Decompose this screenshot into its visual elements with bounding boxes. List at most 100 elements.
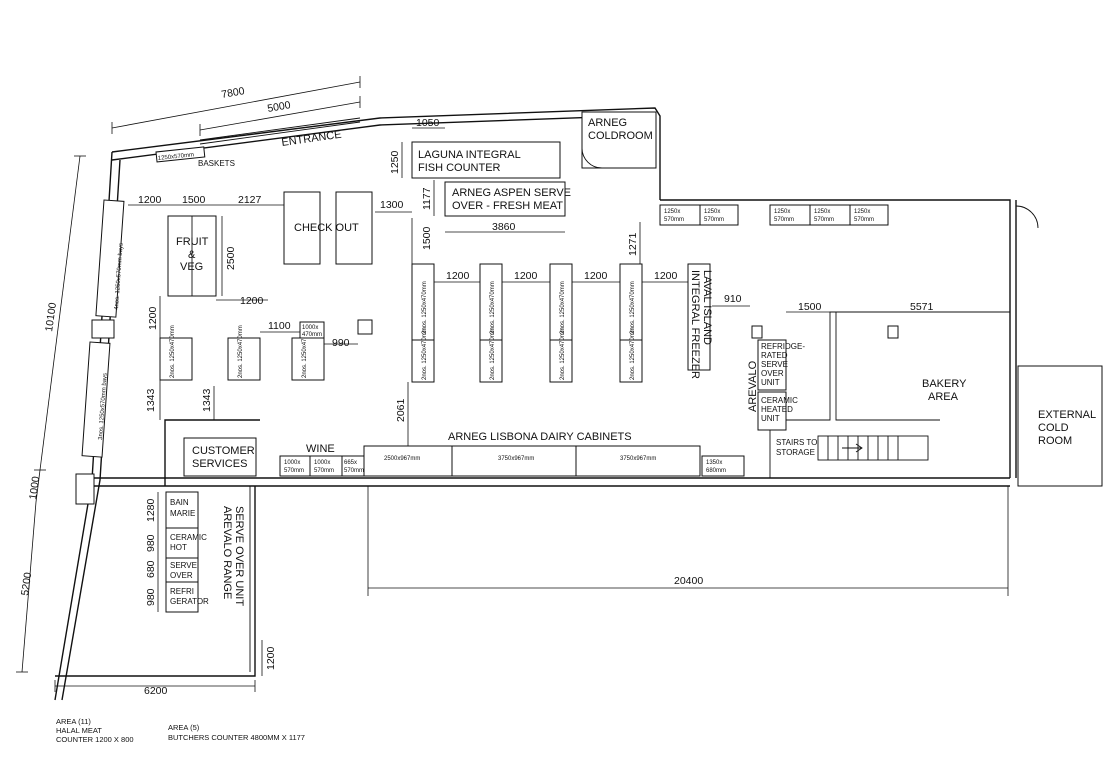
halal-room: BAIN MARIE CERAMIC HOT SERVE OVER REFRI … (54, 491, 277, 697)
gondola-2 (479, 263, 503, 383)
dim-20400: 20400 (674, 575, 703, 587)
svg-text:REFRIDGE-: REFRIDGE- (761, 342, 805, 351)
svg-text:1250x: 1250x (704, 209, 720, 215)
svg-text:680mm: 680mm (706, 468, 726, 474)
svg-text:OVER - FRESH MEAT: OVER - FRESH MEAT (452, 200, 563, 212)
svg-text:GERATOR: GERATOR (170, 597, 209, 606)
checkout-1 (283, 191, 321, 265)
gondola-3 (549, 263, 573, 383)
svg-text:570mm: 570mm (344, 468, 364, 474)
dim-1200-top: 1200 (138, 194, 162, 206)
dim-1200-fruit: 1200 (240, 295, 264, 307)
refrigerator (165, 581, 199, 613)
lower-bays (81, 341, 111, 458)
bottom-dimension: 20400 (367, 486, 1009, 596)
svg-text:OVER: OVER (761, 369, 784, 378)
svg-text:1000x: 1000x (314, 460, 330, 466)
dim-1343-right: 1343 (201, 388, 213, 412)
dim-680: 680 (145, 560, 157, 578)
svg-text:2nos. 1250x470mm: 2nos. 1250x470mm (630, 281, 636, 334)
svg-text:1000x: 1000x (302, 325, 318, 331)
svg-text:2nos. 1250x470mm: 2nos. 1250x470mm (630, 327, 636, 380)
baskets-size: 1250x570mm (158, 152, 195, 162)
svg-text:HOT: HOT (170, 543, 187, 552)
gondola-4 (619, 263, 643, 383)
svg-text:MARIE: MARIE (170, 509, 195, 518)
refrigerated-serve-over (757, 339, 787, 391)
dim-7800: 7800 (220, 85, 245, 101)
stairs (817, 435, 929, 461)
dim-1200-left: 1200 (147, 306, 159, 330)
svg-text:RATED: RATED (761, 351, 788, 360)
top-dimensions: 7800 5000 (111, 76, 361, 136)
baskets-label: BASKETS (198, 159, 235, 168)
svg-text:2nos. 1250x470mm: 2nos. 1250x470mm (422, 327, 428, 380)
svg-text:SERVE: SERVE (170, 561, 197, 570)
svg-text:EXTERNAL: EXTERNAL (1038, 409, 1096, 421)
footer-notes: AREA (11) HALAL MEAT COUNTER 1200 X 800 … (56, 717, 305, 744)
svg-text:OVER: OVER (170, 571, 193, 580)
svg-text:CERAMIC: CERAMIC (170, 533, 207, 542)
ceramic-hot (165, 527, 199, 559)
dim-1177: 1177 (421, 187, 433, 210)
svg-text:570mm: 570mm (314, 468, 334, 474)
laval-arevalo: LAVAL ISLAND INTEGRAL FREEZER 910 AREVAL… (687, 263, 1010, 431)
left-dimensions: 10100 1000 5200 (16, 155, 86, 673)
svg-text:BUTCHERS COUNTER 4800MM X 1177: BUTCHERS COUNTER 4800MM X 1177 (168, 733, 305, 742)
svg-text:VEG: VEG (180, 261, 203, 273)
pillar (91, 319, 115, 339)
svg-text:570mm: 570mm (814, 217, 834, 223)
svg-text:2nos. 1250x470mm: 2nos. 1250x470mm (422, 281, 428, 334)
dim-1100: 1100 (268, 320, 291, 332)
arneg-coldroom (581, 111, 657, 169)
dim-2061: 2061 (395, 398, 407, 422)
svg-text:BAKERY: BAKERY (922, 378, 967, 390)
dim-gap-2: 1200 (514, 270, 538, 282)
svg-text:1250x: 1250x (774, 209, 790, 215)
dim-1500-bakery: 1500 (798, 301, 822, 313)
arevalo-label: AREVALO (747, 360, 759, 412)
dim-5200: 5200 (19, 571, 34, 596)
island-gondolas: 2nos. 1250x470mm 2nos. 1250x470mm 2nos. … (395, 263, 688, 446)
svg-text:AREA: AREA (928, 391, 959, 403)
fish-meat-counters: LAGUNA INTEGRAL FISH COUNTER ARNEG ASPEN… (375, 111, 657, 264)
svg-text:STAIRS TO: STAIRS TO (776, 438, 817, 447)
svg-text:CERAMIC: CERAMIC (761, 396, 798, 405)
dim-gap-1: 1200 (446, 270, 470, 282)
svg-text:470mm: 470mm (302, 332, 322, 338)
svg-text:UNIT: UNIT (761, 414, 780, 423)
svg-text:2nos. 1250x470mm: 2nos. 1250x470mm (238, 325, 244, 378)
lower-bays-label: 3nos. 1250x570mm bays (98, 373, 109, 440)
small-stand (357, 319, 373, 335)
gondola-1 (411, 263, 435, 383)
svg-text:2nos. 1250x470mm: 2nos. 1250x470mm (170, 325, 176, 378)
svg-text:COUNTER 1200 X 800: COUNTER 1200 X 800 (56, 735, 134, 744)
dim-1343-left: 1343 (145, 388, 157, 412)
dim-980-bottom: 980 (145, 588, 157, 606)
small-column (751, 325, 763, 339)
checkout-area: CHECK OUT FRUIT & VEG 1200 1500 2127 250… (128, 191, 373, 307)
checkout-label: CHECK OUT (294, 222, 359, 234)
svg-text:2nos. 1250x470mm: 2nos. 1250x470mm (490, 281, 496, 334)
svg-text:COLD: COLD (1038, 422, 1069, 434)
svg-text:LAGUNA INTEGRAL: LAGUNA INTEGRAL (418, 149, 521, 161)
bakery-column (887, 325, 899, 339)
dim-980-top: 980 (145, 534, 157, 552)
dim-2500: 2500 (225, 246, 237, 270)
svg-text:2nos. 1250x470mm: 2nos. 1250x470mm (560, 327, 566, 380)
left-wall-bays: 4nos. 1250x570mm bays 3nos. 1250x570mm b… (75, 199, 125, 505)
dim-990: 990 (332, 337, 350, 349)
svg-text:570mm: 570mm (774, 217, 794, 223)
baskets-rack (155, 146, 206, 163)
dim-1200-lower: 1200 (265, 646, 277, 670)
wine-label: WINE (306, 443, 335, 455)
checkout-2 (335, 191, 373, 265)
aspen-meat-counter (444, 181, 566, 217)
svg-text:CUSTOMER: CUSTOMER (192, 445, 255, 457)
dim-1271: 1271 (627, 232, 639, 256)
svg-text:SERVICES: SERVICES (192, 458, 247, 470)
dim-1250: 1250 (389, 150, 401, 174)
svg-text:&: & (188, 249, 196, 261)
dim-910: 910 (724, 293, 742, 305)
dim-1000: 1000 (27, 475, 42, 500)
